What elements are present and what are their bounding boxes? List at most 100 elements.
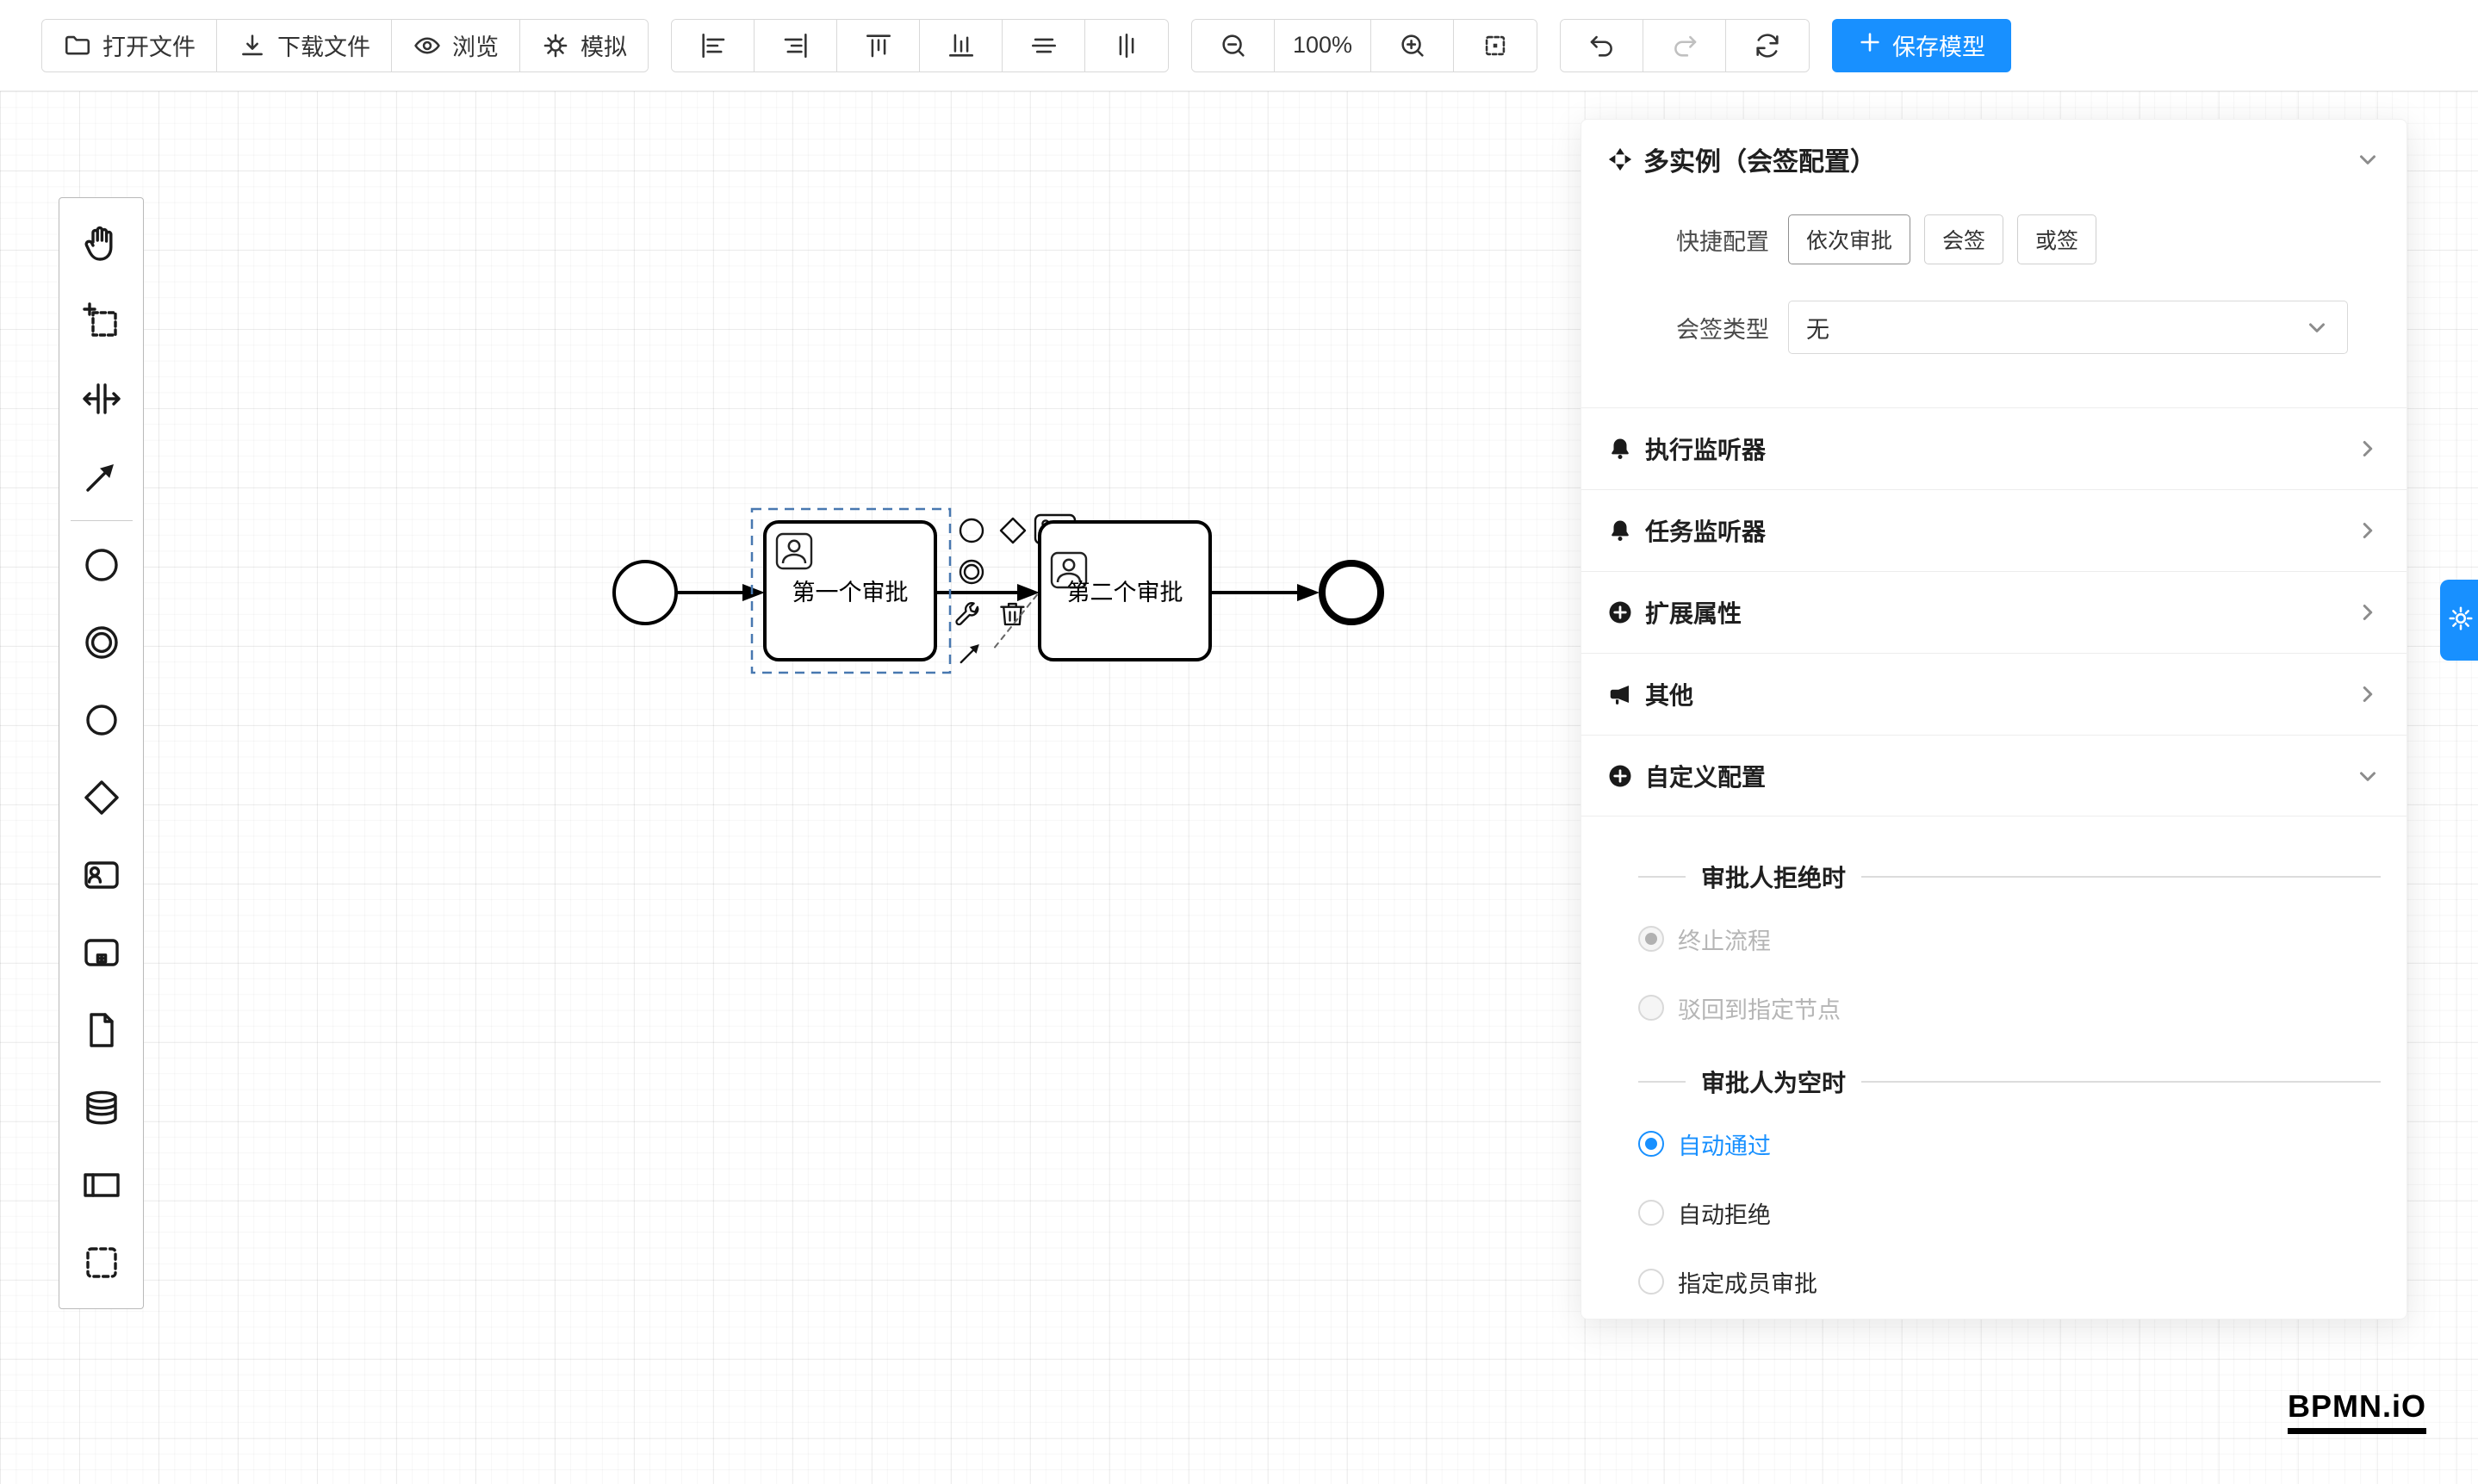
space-tool[interactable]	[59, 360, 143, 438]
bpmn-io-logo[interactable]: BPMN.iO	[2287, 1388, 2426, 1434]
radio-auto-pass[interactable]: 自动通过	[1638, 1109, 2381, 1178]
connect-icon[interactable]	[960, 643, 979, 664]
create-user-task[interactable]	[59, 836, 143, 914]
undo-icon	[1587, 31, 1617, 60]
quick-option-sequential[interactable]: 依次审批	[1788, 214, 1911, 264]
bpmn-io-logo-underline	[2287, 1428, 2426, 1434]
zoom-in-button[interactable]	[1371, 19, 1454, 71]
end-event[interactable]	[1319, 560, 1384, 625]
bpmn-io-logo-text: BPMN.iO	[2287, 1388, 2426, 1424]
quick-config-label: 快捷配置	[1676, 228, 1769, 255]
reject-section-title: 审批人拒绝时	[1638, 860, 2381, 894]
create-data-store[interactable]	[59, 1069, 143, 1146]
create-end-event[interactable]	[59, 681, 143, 759]
create-intermediate-event[interactable]	[59, 604, 143, 681]
section-custom-config[interactable]: 自定义配置	[1581, 735, 2407, 817]
lasso-tool[interactable]	[59, 283, 143, 360]
chevron-right-icon	[2355, 518, 2381, 543]
download-file-button[interactable]: 下载文件	[217, 19, 392, 71]
multi-instance-icon	[1607, 146, 1633, 172]
radio-assign-member[interactable]: 指定成员审批	[1638, 1247, 2381, 1316]
fit-viewport-icon	[1481, 31, 1510, 60]
user-task-1[interactable]: 第一个审批	[763, 520, 937, 661]
settings-edge-tab[interactable]	[2440, 580, 2478, 661]
preview-button[interactable]: 浏览	[392, 19, 520, 71]
sign-type-select[interactable]: 无	[1788, 301, 2348, 354]
quick-option-countersign[interactable]: 会签	[1924, 214, 2004, 264]
zoom-button-group: 100%	[1191, 18, 1537, 72]
append-intermediate-event-icon[interactable]	[959, 559, 984, 585]
bell-icon	[1607, 436, 1633, 462]
megaphone-icon	[1607, 681, 1633, 707]
align-bottom-button[interactable]	[920, 19, 1003, 71]
chevron-right-icon	[2355, 436, 2381, 462]
quick-config-options: 依次审批 会签 或签	[1788, 214, 2097, 264]
align-center-vertical-button[interactable]	[1085, 19, 1168, 71]
create-gateway[interactable]	[59, 759, 143, 836]
align-center-horizontal-button[interactable]	[1003, 19, 1085, 71]
create-participant[interactable]	[59, 1146, 143, 1224]
panel-sections: 执行监听器 任务监听器 扩展属性 其他 自定义配置	[1581, 407, 2407, 817]
chevron-right-icon	[2355, 599, 2381, 625]
redo-icon	[1670, 31, 1699, 60]
align-center-vertical-icon	[1112, 31, 1141, 60]
radio-auto-reject[interactable]: 自动拒绝	[1638, 1178, 2381, 1247]
save-model-button[interactable]: 保存模型	[1832, 18, 2011, 72]
undo-button[interactable]	[1561, 19, 1643, 71]
user-icon	[775, 532, 813, 570]
quick-config-row: 快捷配置 依次审批 会签 或签	[1581, 214, 2407, 264]
section-extended-properties[interactable]: 扩展属性	[1581, 571, 2407, 653]
wrench-icon[interactable]	[955, 602, 979, 626]
align-right-button[interactable]	[755, 19, 837, 71]
radio-return-to-node[interactable]: 驳回到指定节点	[1638, 973, 2381, 1042]
selection-outline	[750, 507, 952, 674]
append-gateway-icon[interactable]	[999, 517, 1027, 544]
refresh-icon	[1753, 31, 1782, 60]
global-connect-tool[interactable]	[59, 438, 143, 515]
chevron-down-icon	[2355, 763, 2381, 789]
open-file-button[interactable]: 打开文件	[42, 19, 217, 71]
refresh-button[interactable]	[1726, 19, 1809, 71]
panel-title: 多实例（会签配置）	[1643, 148, 1876, 177]
task1-label: 第一个审批	[792, 580, 909, 605]
align-left-button[interactable]	[672, 19, 755, 71]
zoom-out-button[interactable]	[1192, 19, 1275, 71]
open-file-label: 打开文件	[102, 34, 196, 60]
radio-terminate-process[interactable]: 终止流程	[1638, 904, 2381, 973]
hand-tool[interactable]	[59, 205, 143, 283]
chevron-right-icon	[2355, 681, 2381, 707]
fit-viewport-button[interactable]	[1454, 19, 1537, 71]
create-file[interactable]	[59, 991, 143, 1069]
zoom-in-icon	[1398, 31, 1427, 60]
section-task-listener[interactable]: 任务监听器	[1581, 489, 2407, 571]
align-top-icon	[864, 31, 893, 60]
radio-icon	[1638, 926, 1664, 952]
simulate-button[interactable]: 模拟	[520, 19, 648, 71]
section-other[interactable]: 其他	[1581, 653, 2407, 735]
create-group[interactable]	[59, 1224, 143, 1301]
empty-section-title: 审批人为空时	[1638, 1065, 2381, 1099]
quick-option-orsign[interactable]: 或签	[2017, 214, 2097, 264]
bell-icon	[1607, 518, 1633, 543]
save-model-label: 保存模型	[1892, 34, 1985, 60]
preview-label: 浏览	[452, 34, 499, 60]
create-subprocess[interactable]	[59, 914, 143, 991]
zoom-out-icon	[1219, 31, 1248, 60]
redo-button[interactable]	[1643, 19, 1726, 71]
palette-separator	[70, 520, 133, 521]
chevron-down-icon	[2355, 146, 2381, 172]
append-end-event-icon[interactable]	[959, 518, 984, 543]
trash-icon[interactable]	[1000, 602, 1025, 626]
start-event[interactable]	[612, 560, 678, 625]
align-bottom-icon	[947, 31, 976, 60]
sign-type-value: 无	[1806, 316, 1829, 343]
gear-icon	[541, 31, 570, 60]
zoom-level-readout: 100%	[1275, 19, 1371, 71]
folder-icon	[63, 31, 92, 60]
user-task-2[interactable]: 第二个审批	[1038, 520, 1212, 661]
create-start-event[interactable]	[59, 526, 143, 604]
align-top-button[interactable]	[837, 19, 920, 71]
section-execution-listener[interactable]: 执行监听器	[1581, 407, 2407, 489]
panel-header[interactable]: 多实例（会签配置）	[1581, 120, 2407, 199]
